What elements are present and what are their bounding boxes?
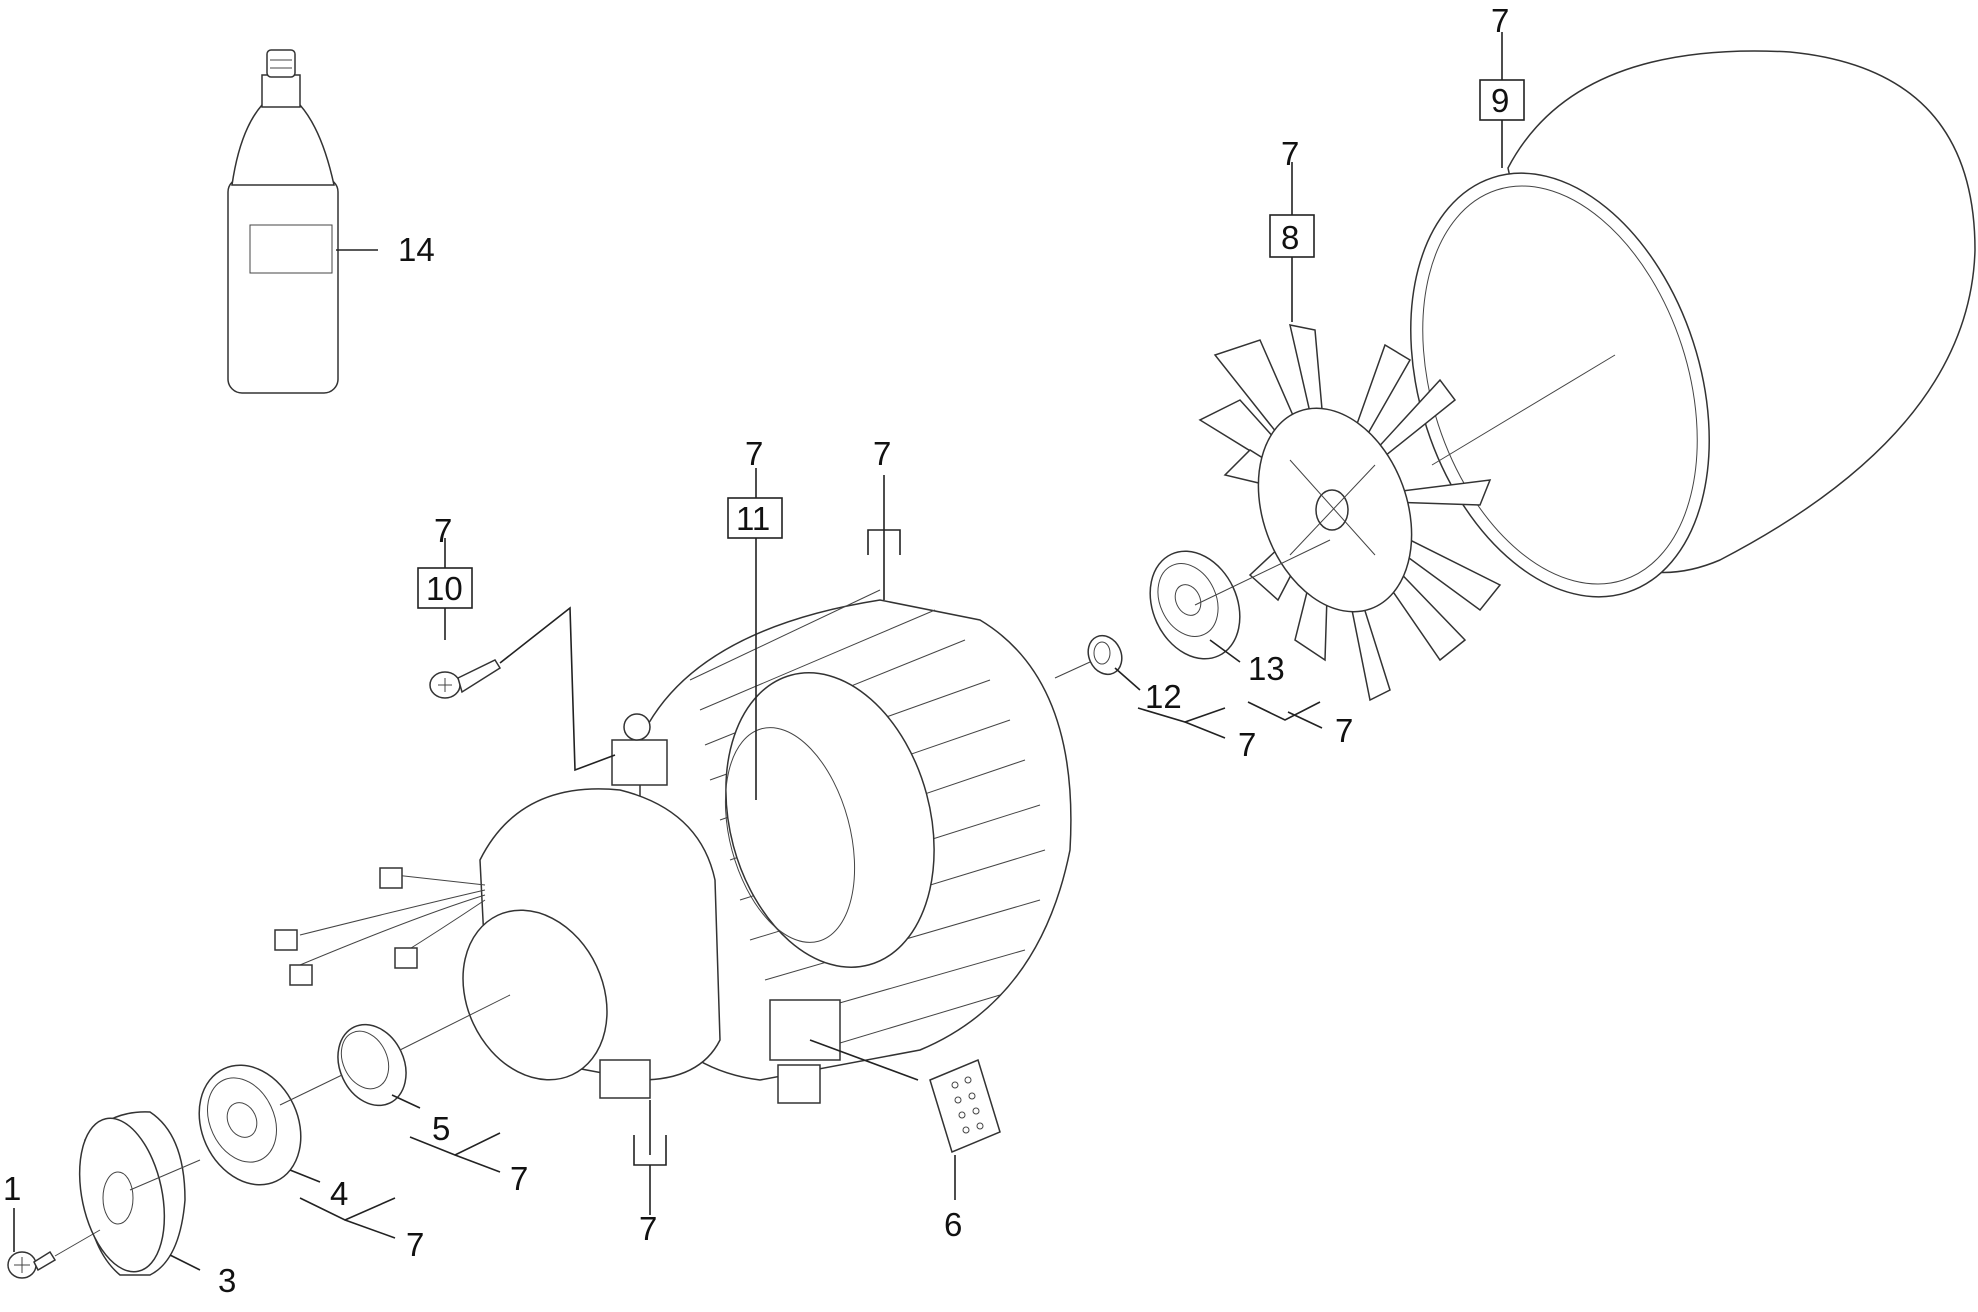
- motor-housing-part: [462, 589, 1072, 1104]
- label-seal-ring-ref: 7: [510, 1160, 528, 1197]
- label-stator-ref: 7: [745, 435, 763, 472]
- label-front-bearing-ref: 7: [406, 1226, 424, 1263]
- label-oil-bottle: 14: [398, 231, 435, 268]
- end-cover-part: [78, 1111, 186, 1276]
- label-nut: 12: [1145, 678, 1182, 715]
- label-stator: 11: [736, 500, 770, 537]
- label-fan-cover-ref: 7: [1491, 2, 1509, 39]
- label-end-cover: 3: [218, 1262, 236, 1299]
- label-brush-holder: 6: [944, 1206, 962, 1243]
- label-housing-top-ref: 7: [873, 435, 891, 472]
- label-nut-ref: 7: [1238, 726, 1256, 763]
- fan-part: [1198, 324, 1502, 702]
- front-bearing-part: [198, 1064, 302, 1186]
- label-bolt: 1: [3, 1170, 21, 1207]
- label-screw-ref: 7: [434, 512, 452, 549]
- label-fan: 8: [1281, 219, 1299, 256]
- screw-part: [429, 659, 502, 699]
- label-rear-bearing: 13: [1248, 650, 1285, 687]
- fan-cover-part: [1410, 50, 1976, 598]
- bolt-part: [7, 1250, 57, 1279]
- label-front-bearing: 4: [330, 1175, 348, 1212]
- label-seal-ring: 5: [432, 1110, 450, 1147]
- oil-bottle-part: [227, 49, 339, 394]
- label-screw: 10: [426, 570, 463, 607]
- label-fan-cover: 9: [1491, 82, 1509, 119]
- nut-part: [1087, 634, 1123, 676]
- label-rear-bearing-ref: 7: [1335, 712, 1353, 749]
- label-fan-ref: 7: [1281, 135, 1299, 172]
- seal-ring-part: [337, 1023, 407, 1107]
- brush-holder-part: [929, 1058, 1001, 1154]
- label-housing-bottom-ref: 7: [639, 1210, 657, 1247]
- brush-leads-part: [274, 867, 486, 986]
